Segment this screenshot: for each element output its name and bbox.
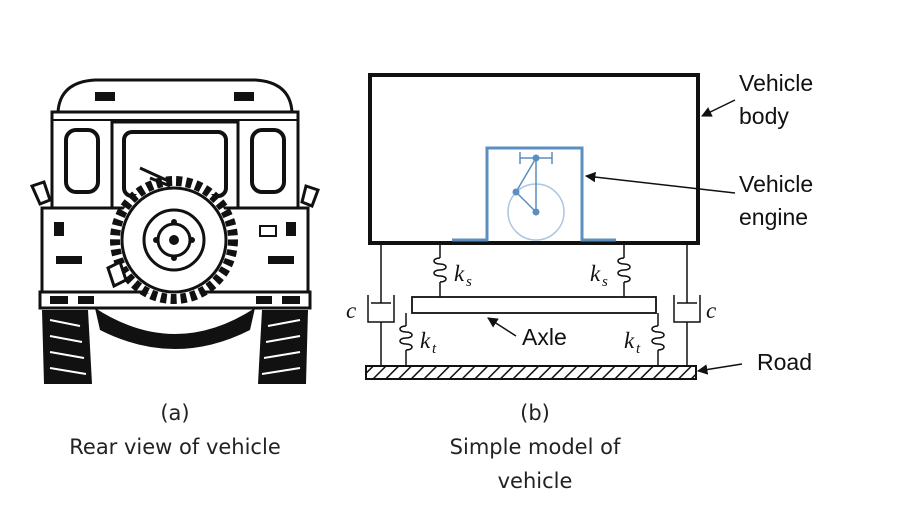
figure-b-letter: (b) xyxy=(520,401,550,425)
vehicle-model: Vehicle body Vehicle engine Axle Road c … xyxy=(346,70,813,380)
figure-a-letter: (a) xyxy=(160,401,190,425)
figure-a-caption: Rear view of vehicle xyxy=(69,435,281,459)
vehicle-engine-arrow xyxy=(584,171,736,194)
spring-kt-right-symbol: k xyxy=(624,328,635,353)
damper-left-label: c xyxy=(346,298,356,323)
spring-ks-right-subscript: s xyxy=(602,274,608,290)
tire-spring-right xyxy=(651,313,665,366)
suspension-spring-right xyxy=(617,243,631,297)
vehicle-rear-view xyxy=(29,78,320,384)
spring-kt-left-subscript: t xyxy=(432,341,437,357)
figure-b-caption-line1: Simple model of xyxy=(449,435,621,459)
spring-ks-left-subscript: s xyxy=(466,274,472,290)
vehicle-body-arrow xyxy=(701,99,736,117)
road-surface xyxy=(365,365,697,380)
tire-spring-left xyxy=(399,313,413,366)
vehicle-engine-label-2: engine xyxy=(739,204,808,230)
axle-label: Axle xyxy=(522,324,567,350)
spring-ks-right-symbol: k xyxy=(590,261,601,286)
axle-arrow xyxy=(487,317,517,337)
vehicle-engine-label-1: Vehicle xyxy=(739,171,813,197)
spring-kt-left-symbol: k xyxy=(420,328,431,353)
vehicle-body-label-1: Vehicle xyxy=(739,70,813,96)
engine-symbol xyxy=(452,146,616,242)
figure-b-caption-line2: vehicle xyxy=(497,469,573,493)
road-label: Road xyxy=(757,349,812,375)
spring-kt-right-subscript: t xyxy=(636,341,641,357)
damper-right xyxy=(673,243,701,366)
vehicle-body-label-2: body xyxy=(739,103,789,129)
spring-ks-left-symbol: k xyxy=(454,261,465,286)
suspension-spring-left xyxy=(433,243,447,297)
axle-bar xyxy=(411,296,657,314)
damper-right-label: c xyxy=(706,298,716,323)
road-arrow xyxy=(696,363,743,375)
damper-left xyxy=(367,243,395,366)
